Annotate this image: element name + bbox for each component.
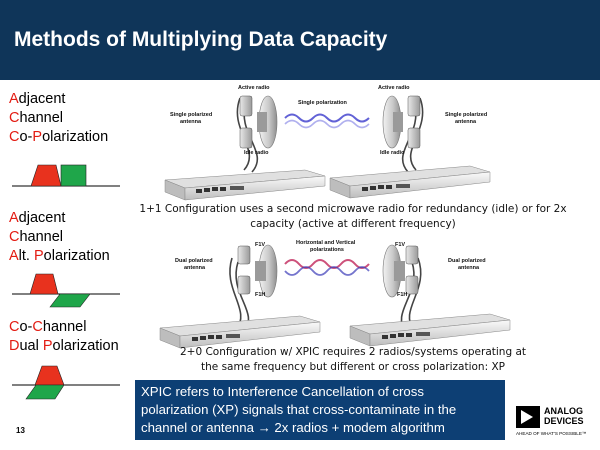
- f1h-radio-odu: [237, 275, 251, 295]
- label-f1h-left: F1H: [255, 292, 265, 298]
- label-dual-antenna-right-line2: antenna: [458, 265, 480, 271]
- label-f1v-left: F1V: [255, 242, 265, 248]
- f1v-radio-odu: [237, 245, 251, 265]
- xpic-note-box: XPIC refers to Interference Cancellation…: [135, 380, 505, 440]
- label-idle-radio-right: Idle radio: [380, 150, 405, 156]
- label-single-polarization: Single polarization: [298, 100, 348, 106]
- spectrum-red-channel: [34, 365, 65, 386]
- label-dual-antenna-right-line1: Dual polarized: [448, 258, 486, 264]
- logo-tagline: AHEAD OF WHAT'S POSSIBLE™: [516, 431, 587, 436]
- analog-devices-logo-icon: [516, 406, 540, 428]
- spectrum-green-channel: [25, 384, 65, 400]
- label-idle-radio-left: Idle radio: [244, 150, 269, 156]
- diagram-2-plus-0: F1V F1H F1V F1H Dual polarized antenna D…: [159, 240, 511, 349]
- label-dual-antenna-left-line2: antenna: [184, 265, 206, 271]
- idle-radio-odu: [407, 127, 421, 149]
- single-polarization-wave: [284, 113, 370, 123]
- antenna-feed: [393, 112, 403, 132]
- title-bar: Methods of Multiplying Data Capacity: [0, 0, 600, 80]
- right-site-2: [349, 244, 511, 347]
- spectrum-green-channel: [49, 293, 91, 308]
- slide-title: Methods of Multiplying Data Capacity: [14, 28, 388, 51]
- indoor-unit: [369, 319, 511, 347]
- label-hv-polarizations-line2: polarizations: [310, 247, 344, 253]
- right-site-1: [329, 95, 491, 199]
- left-site-1: [164, 95, 326, 201]
- dual-polarization-wave-horizontal: [284, 266, 370, 276]
- label-active-radio-left: Active radio: [238, 85, 270, 91]
- dual-polarization-wave-vertical: [284, 259, 370, 269]
- label-antenna-left-line2: antenna: [180, 119, 202, 125]
- label-dual-antenna-left-line1: Dual polarized: [175, 258, 213, 264]
- antenna-feed: [255, 261, 266, 281]
- spectrum-green-channel: [60, 164, 87, 187]
- label-antenna-right-line1: Single polarized: [445, 112, 487, 118]
- spectrum-icon-adjacent-alt-pol: [12, 273, 120, 308]
- indoor-unit: [179, 321, 321, 349]
- label-hv-polarizations-line1: Horizontal and Vertical: [296, 240, 356, 246]
- f1v-radio-odu: [405, 245, 419, 265]
- spectrum-icon-adjacent-co-pol: [12, 164, 120, 187]
- page-number: 13: [16, 426, 25, 435]
- label-antenna-right-line2: antenna: [455, 119, 477, 125]
- label-active-radio-right: Active radio: [378, 85, 410, 91]
- analog-devices-logo: ANALOG DEVICES AHEAD OF WHAT'S POSSIBLE™: [516, 406, 596, 440]
- spectrum-red-channel: [30, 164, 62, 187]
- left-site-2: [159, 244, 321, 349]
- spectrum-icon-co-channel-dual-pol: [12, 365, 120, 400]
- caption-2-plus-0: 2+0 Configuration w/ XPIC requires 2 rad…: [179, 346, 527, 373]
- antenna-feed: [257, 112, 267, 132]
- indoor-unit: [349, 171, 491, 199]
- diagram-1-plus-1: Active radio Active radio Idle radio Idl…: [164, 85, 491, 201]
- logo-name: ANALOG DEVICES: [544, 406, 584, 426]
- method-co-channel-dual-polarization: Co-Channel Dual Polarization: [9, 319, 119, 354]
- f1h-radio-odu: [405, 275, 419, 295]
- active-radio-odu: [407, 95, 421, 117]
- active-radio-odu: [239, 95, 253, 117]
- caption-1-plus-1: 1+1 Configuration uses a second microwav…: [139, 203, 567, 230]
- idle-radio-odu: [239, 127, 253, 149]
- method-adjacent-channel-co-polarization: Adjacent Channel Co-Polarization: [9, 91, 109, 145]
- antenna-feed: [394, 261, 405, 281]
- label-f1h-right: F1H: [397, 292, 407, 298]
- indoor-unit: [184, 175, 326, 201]
- method-adjacent-channel-alt-polarization: Adjacent Channel Alt. Polarization: [9, 210, 110, 264]
- spectrum-red-channel: [29, 273, 59, 295]
- label-f1v-right: F1V: [395, 242, 405, 248]
- label-antenna-left-line1: Single polarized: [170, 112, 212, 118]
